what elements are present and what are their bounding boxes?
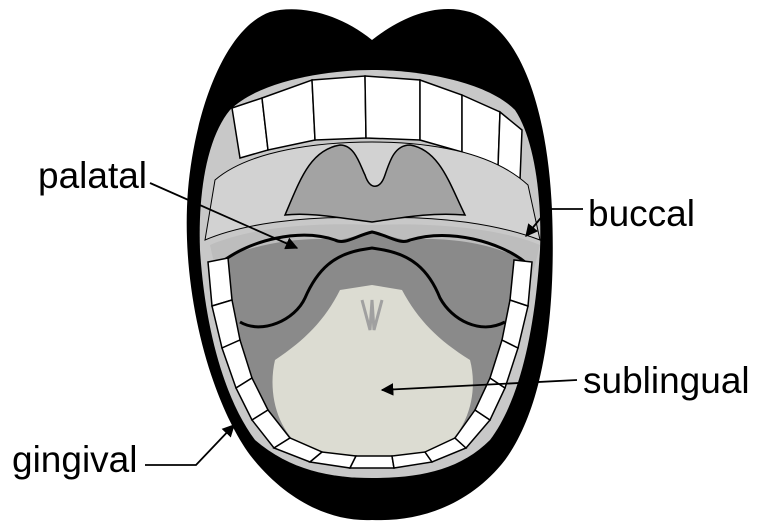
label-buccal: buccal	[588, 195, 695, 232]
gingival-leader	[145, 425, 234, 465]
label-palatal: palatal	[38, 157, 147, 194]
label-sublingual: sublingual	[583, 362, 750, 399]
label-gingival: gingival	[12, 441, 137, 478]
